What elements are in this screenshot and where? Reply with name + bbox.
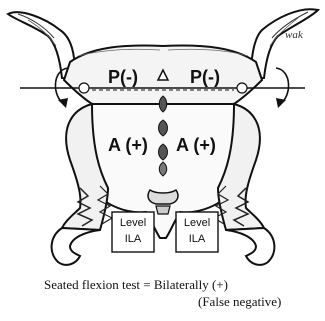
right-ila-label: ILA bbox=[176, 234, 218, 245]
left-ila-level-label: Level bbox=[112, 218, 154, 229]
median-crest-2 bbox=[159, 120, 168, 136]
caption-line-1: Seated flexion test = Bilaterally (+) bbox=[44, 278, 228, 291]
median-crest-1 bbox=[159, 96, 167, 112]
median-crest-3 bbox=[159, 144, 168, 160]
posterior-right-label: P(-) bbox=[190, 68, 220, 86]
left-ila-label: ILA bbox=[112, 234, 154, 245]
author-signature: wak bbox=[285, 29, 303, 41]
posterior-left-label: P(-) bbox=[108, 68, 138, 86]
anterior-left-label: A (+) bbox=[108, 136, 148, 154]
right-ila-level-label: Level bbox=[176, 218, 218, 229]
caption-line-2: (False negative) bbox=[198, 295, 281, 308]
anterior-right-label: A (+) bbox=[176, 136, 216, 154]
